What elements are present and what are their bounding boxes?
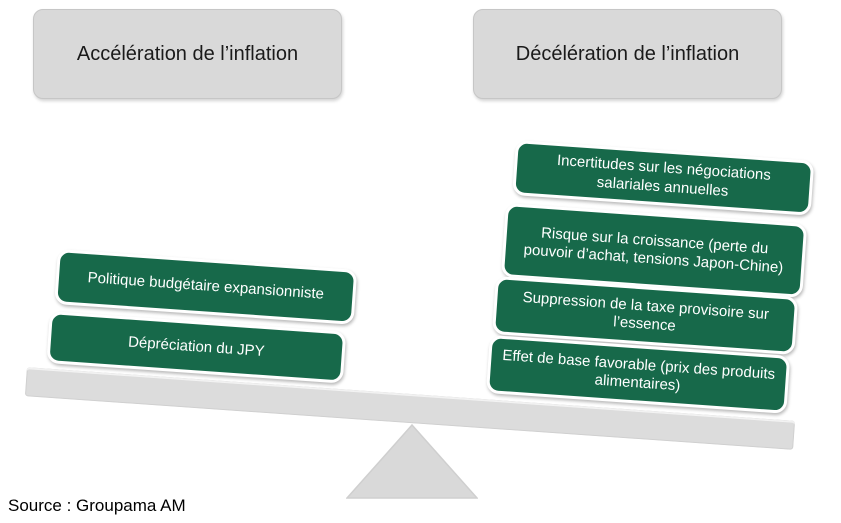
source-caption: Source : Groupama AM bbox=[8, 496, 186, 515]
header-acceleration-label: Accélération de l’inflation bbox=[76, 42, 299, 65]
header-deceleration: Décélération de l’inflation bbox=[473, 9, 782, 99]
factor-label: Politique budgétaire expansionniste bbox=[87, 269, 325, 303]
factor-label: Effet de base favorable (prix des produi… bbox=[501, 346, 776, 395]
factor-box-negociations-salariales: Incertitudes sur les négociations salari… bbox=[512, 140, 815, 216]
header-deceleration-label: Décélération de l’inflation bbox=[515, 42, 740, 65]
header-acceleration: Accélération de l’inflation bbox=[33, 9, 342, 99]
factor-label: Dépréciation du JPY bbox=[127, 333, 266, 360]
factor-label: Risque sur la croissance (perte du pouvo… bbox=[523, 224, 784, 277]
fulcrum-triangle bbox=[346, 424, 478, 499]
factor-box-politique-budgetaire: Politique budgétaire expansionniste bbox=[54, 249, 358, 325]
factor-label: Suppression de la taxe provisoire sur l’… bbox=[522, 288, 770, 335]
factor-label: Incertitudes sur les négociations salari… bbox=[556, 152, 772, 200]
